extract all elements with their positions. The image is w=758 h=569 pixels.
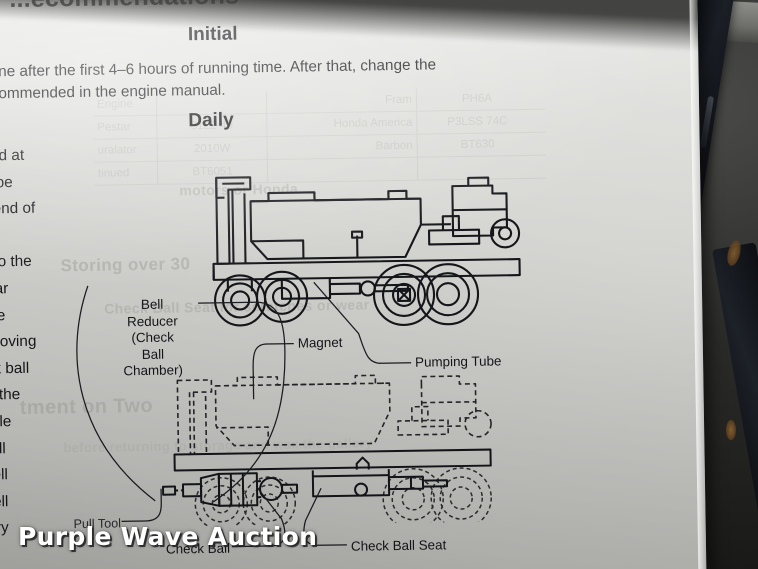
callout-label-check-ball-seat: Check Ball Seat <box>350 537 447 554</box>
callout-label-magnet: Magnet <box>297 334 343 351</box>
cell: Pestar <box>93 115 158 139</box>
grout-pump-side-view-illustration <box>212 176 521 327</box>
cell: Barbon <box>267 134 418 160</box>
show-through-table-row: uralator 2010W Barbon BT630 <box>93 132 546 163</box>
callout-label-bell-reducer: Bell Reducer (Check Ball Chamber) <box>123 296 184 379</box>
rust-spot-lower <box>726 420 736 440</box>
cell: P3LSS 74C <box>447 115 508 129</box>
left-column-text: located at ing tube t the end of rmal te… <box>0 146 37 538</box>
watermark-purple-wave-auction: Purple Wave Auction <box>18 522 318 551</box>
show-through-table-row: Pestar 3122-49 Honda America P3LSS 74C <box>93 109 546 140</box>
callout-label-pumping-tube: Pumping Tube <box>414 353 502 370</box>
cell: tinued <box>93 161 159 185</box>
cell: 2010W <box>157 137 268 161</box>
cell: BT630 <box>460 138 495 151</box>
leader-pull-tool <box>121 488 162 522</box>
heading-daily: Daily <box>188 109 234 132</box>
cell: uralator <box>93 138 158 162</box>
pump-cutaway-illustration <box>162 374 492 527</box>
page-content: Engine Fram PH6A Pestar 3122-49 Honda Am… <box>0 0 547 557</box>
cell: Honda America <box>267 111 418 137</box>
intro-paragraph: e engine after the first 4–6 hours of ru… <box>0 56 437 103</box>
manual-page: Engine Fram PH6A Pestar 3122-49 Honda Am… <box>0 0 707 569</box>
